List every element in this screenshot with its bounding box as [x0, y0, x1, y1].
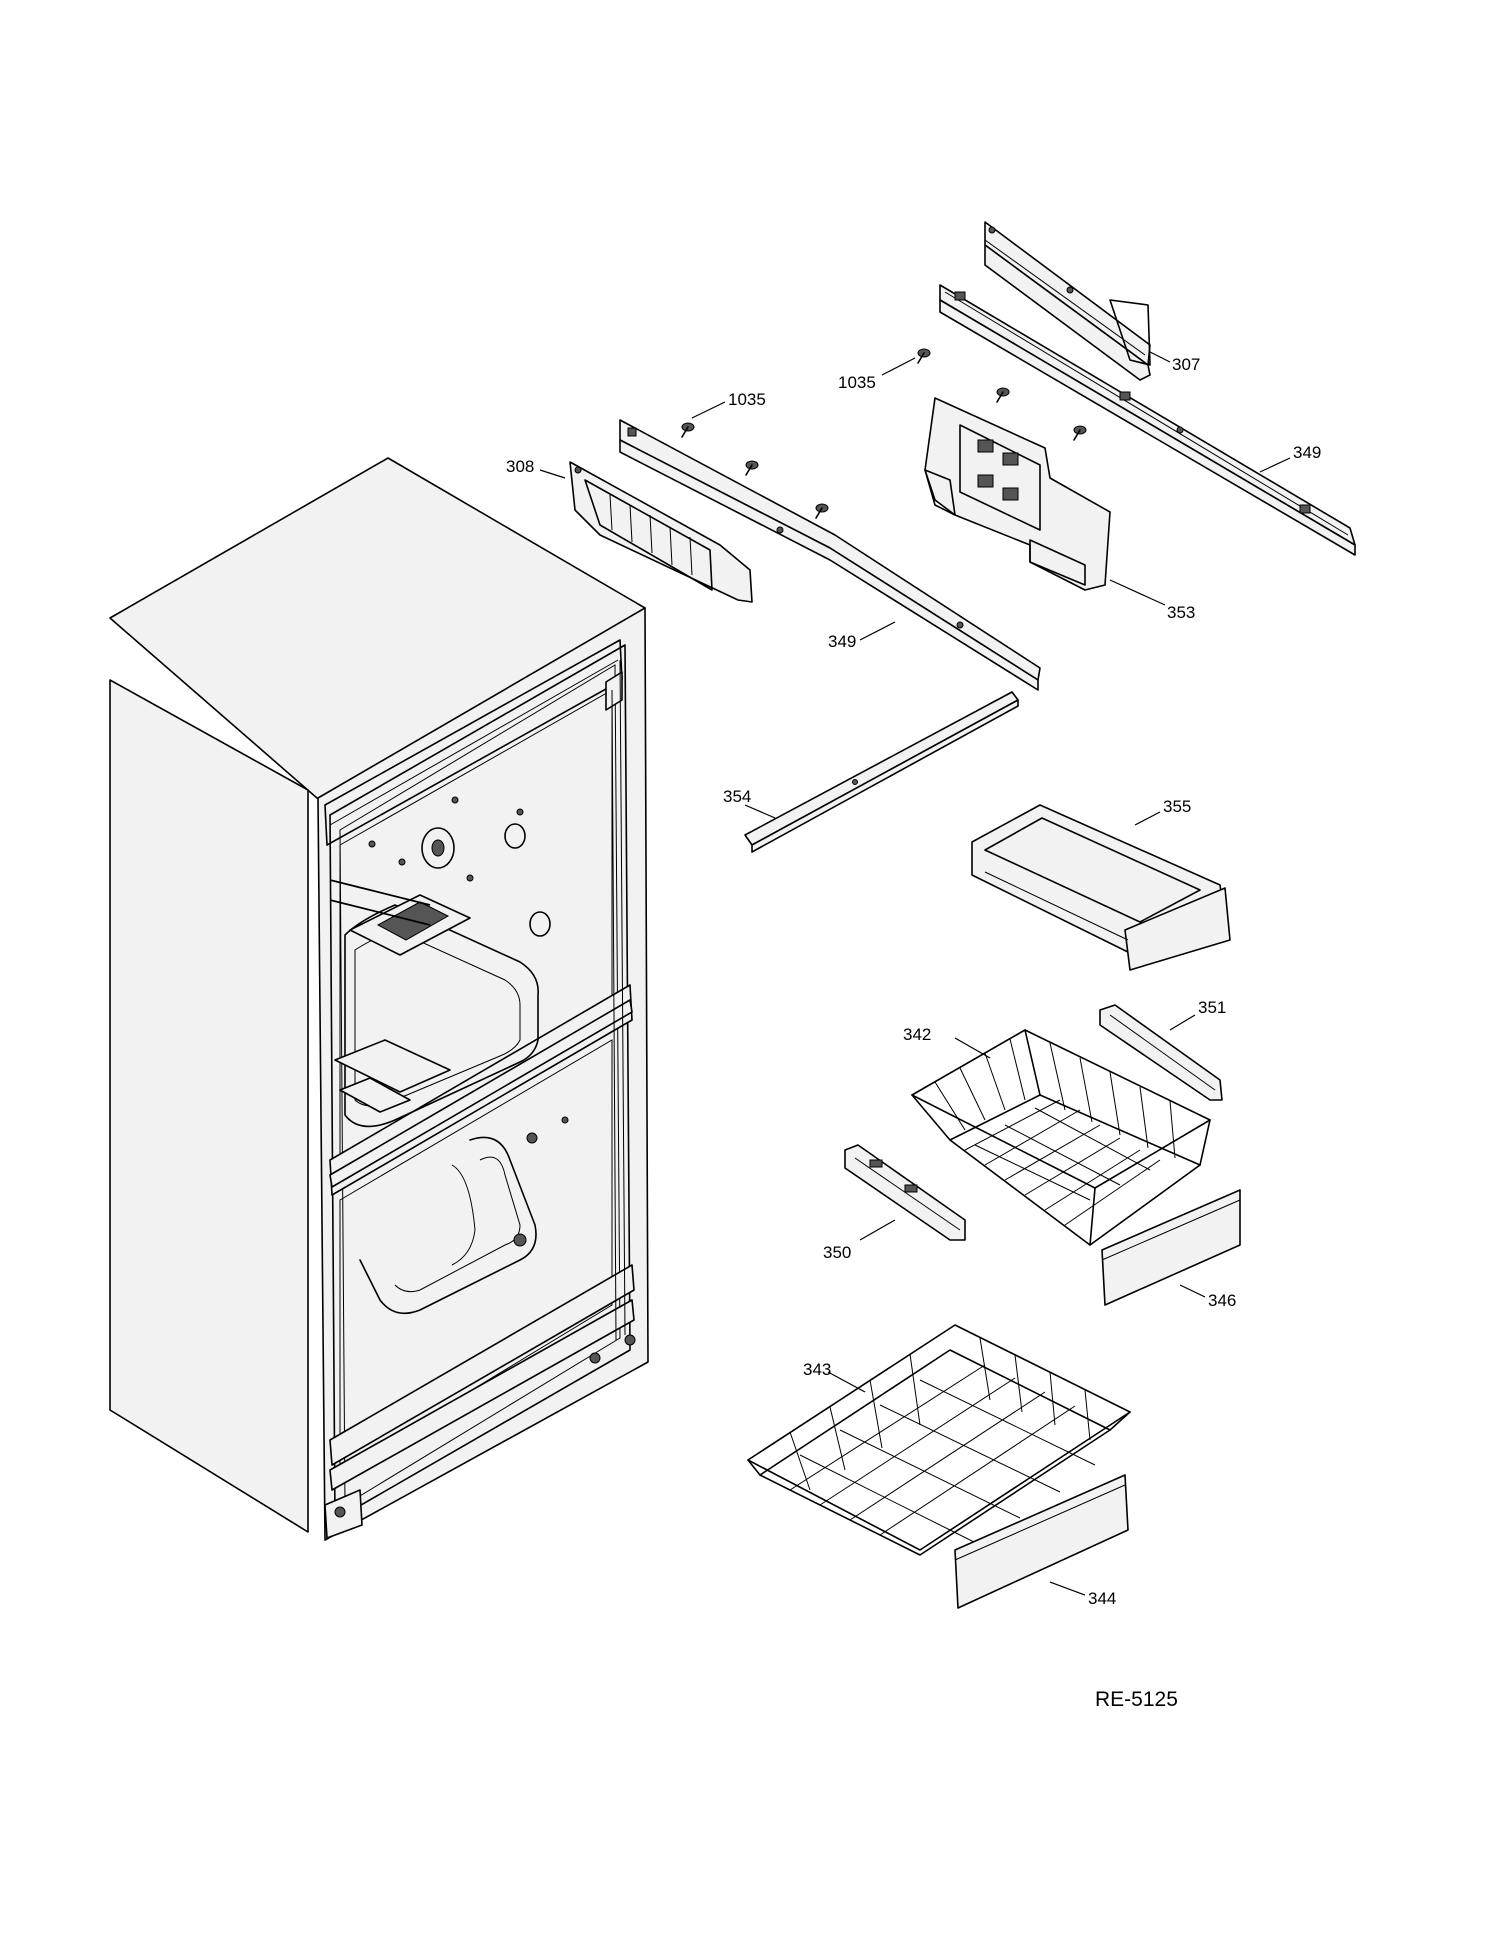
callout-354: 354	[723, 787, 751, 806]
part-1035-screws	[681, 348, 1087, 519]
part-355-tray	[971, 804, 1231, 971]
callout-1035-left: 1035	[728, 390, 766, 409]
part-343-basket	[747, 1324, 1131, 1556]
part-346-front-panel	[1101, 1189, 1241, 1306]
callout-350: 350	[823, 1243, 851, 1262]
callout-308: 308	[506, 457, 534, 476]
part-354-divider	[744, 691, 1019, 853]
part-351-slide	[1099, 1004, 1223, 1101]
part-349-right-rail	[939, 284, 1356, 556]
callout-349-left: 349	[828, 632, 856, 651]
diagram-code: RE-5125	[1095, 1688, 1178, 1711]
callout-353: 353	[1167, 603, 1195, 622]
callout-344: 344	[1088, 1589, 1116, 1608]
part-349-left-rail	[619, 419, 1041, 691]
callout-1035-right: 1035	[838, 373, 876, 392]
callout-labels: 307 1035 1035 349 308 353 349 354 355 35…	[506, 355, 1321, 1608]
callout-343: 343	[803, 1360, 831, 1379]
callout-342: 342	[903, 1025, 931, 1044]
callout-355: 355	[1163, 797, 1191, 816]
refrigerator-cabinet	[109, 457, 649, 1541]
callout-349-right: 349	[1293, 443, 1321, 462]
part-342-basket	[911, 1029, 1211, 1246]
callout-307: 307	[1172, 355, 1200, 374]
part-353-bracket	[924, 397, 1111, 591]
part-350-slide	[844, 1144, 966, 1241]
part-307-slide-bracket	[984, 221, 1151, 381]
callout-351: 351	[1198, 998, 1226, 1017]
leader-lines	[539, 351, 1291, 1596]
callout-346: 346	[1208, 1291, 1236, 1310]
part-344-front-panel	[954, 1474, 1129, 1609]
part-308-bracket	[569, 461, 753, 603]
